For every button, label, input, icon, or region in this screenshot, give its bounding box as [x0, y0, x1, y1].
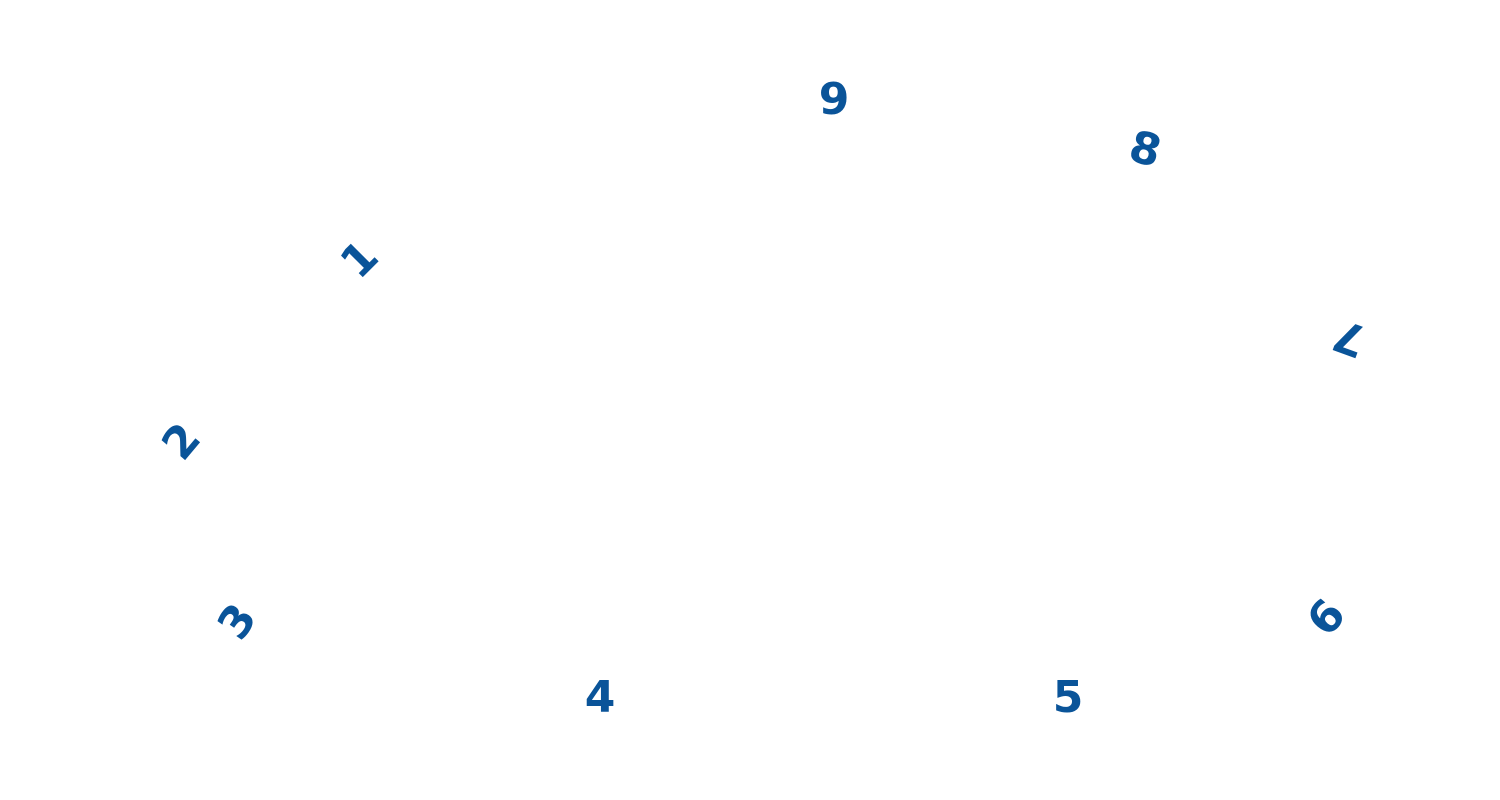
digit-2[interactable]: 2 — [152, 413, 211, 470]
digit-3[interactable]: 3 — [207, 594, 268, 649]
digit-5[interactable]: 5 — [1052, 672, 1084, 723]
digit-1[interactable]: 1 — [330, 230, 389, 289]
digit-7[interactable]: 7 — [1326, 308, 1373, 367]
digit-8[interactable]: 8 — [1123, 120, 1167, 179]
digit-6[interactable]: 6 — [1297, 589, 1356, 646]
digit-4[interactable]: 4 — [584, 672, 616, 723]
digit-9[interactable]: 9 — [818, 74, 850, 125]
